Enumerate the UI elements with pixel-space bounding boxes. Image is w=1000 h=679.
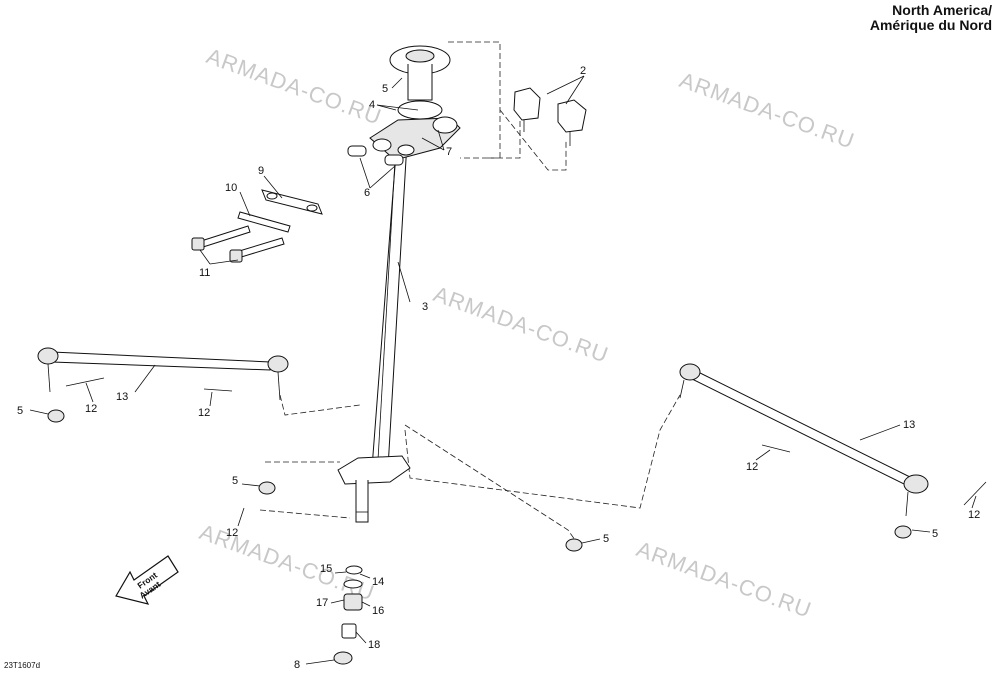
callout-11: 11 xyxy=(199,267,210,279)
assembly-lines xyxy=(259,41,681,541)
callout-17: 17 xyxy=(316,597,328,609)
left-tie-rod xyxy=(37,347,289,423)
callout-7: 7 xyxy=(446,146,452,158)
callout-5: 5 xyxy=(382,83,388,95)
watermark-layer: ARMADA-CO.RU ARMADA-CO.RU ARMADA-CO.RU A… xyxy=(196,43,858,623)
region-title: North America/ Amérique du Nord xyxy=(870,3,992,33)
callout-18: 18 xyxy=(368,639,380,651)
callout-3: 3 xyxy=(422,301,428,313)
callout-15: 15 xyxy=(320,563,332,575)
watermark: ARMADA-CO.RU xyxy=(633,536,815,623)
callout-5: 5 xyxy=(932,528,938,540)
watermark: ARMADA-CO.RU xyxy=(676,67,858,154)
bearing-block xyxy=(369,116,461,161)
lower-spindle xyxy=(258,455,411,523)
callout-5: 5 xyxy=(232,475,238,487)
callout-12: 12 xyxy=(746,461,758,473)
region-title-line2: Amérique du Nord xyxy=(869,17,992,33)
callout-6: 6 xyxy=(364,187,370,199)
watermark: ARMADA-CO.RU xyxy=(203,43,385,130)
leader-lines xyxy=(29,75,977,665)
nut-right xyxy=(565,538,583,552)
bracket-hardware xyxy=(191,189,323,263)
callout-12: 12 xyxy=(968,509,980,521)
callout-13-left: 13 xyxy=(116,391,128,403)
callout-8: 8 xyxy=(294,659,300,671)
callout-14: 14 xyxy=(372,576,384,588)
callout-12: 12 xyxy=(85,403,97,415)
region-title-line1: North America/ xyxy=(892,2,992,18)
callout-12: 12 xyxy=(226,527,238,539)
callout-16: 16 xyxy=(372,605,384,617)
clamp-assembly xyxy=(513,87,587,146)
callout-13-right: 13 xyxy=(903,419,915,431)
callouts: 2 3 4 5 6 7 9 10 11 13 12 12 5 5 12 5 13… xyxy=(17,65,980,671)
right-tie-rod xyxy=(679,363,987,539)
callout-5: 5 xyxy=(17,405,23,417)
bottom-hardware xyxy=(333,565,363,665)
callout-2: 2 xyxy=(580,65,586,77)
drawing-id: 23T1607d xyxy=(4,661,41,670)
watermark: ARMADA-CO.RU xyxy=(196,519,378,606)
bushings xyxy=(347,145,404,166)
front-arrow: Front Avant xyxy=(115,555,179,605)
callout-9: 9 xyxy=(258,165,264,177)
watermark: ARMADA-CO.RU xyxy=(430,281,612,368)
callout-4: 4 xyxy=(369,99,375,111)
steering-column xyxy=(371,45,451,469)
callout-12: 12 xyxy=(198,407,210,419)
callout-10: 10 xyxy=(225,182,237,194)
callout-5: 5 xyxy=(603,533,609,545)
